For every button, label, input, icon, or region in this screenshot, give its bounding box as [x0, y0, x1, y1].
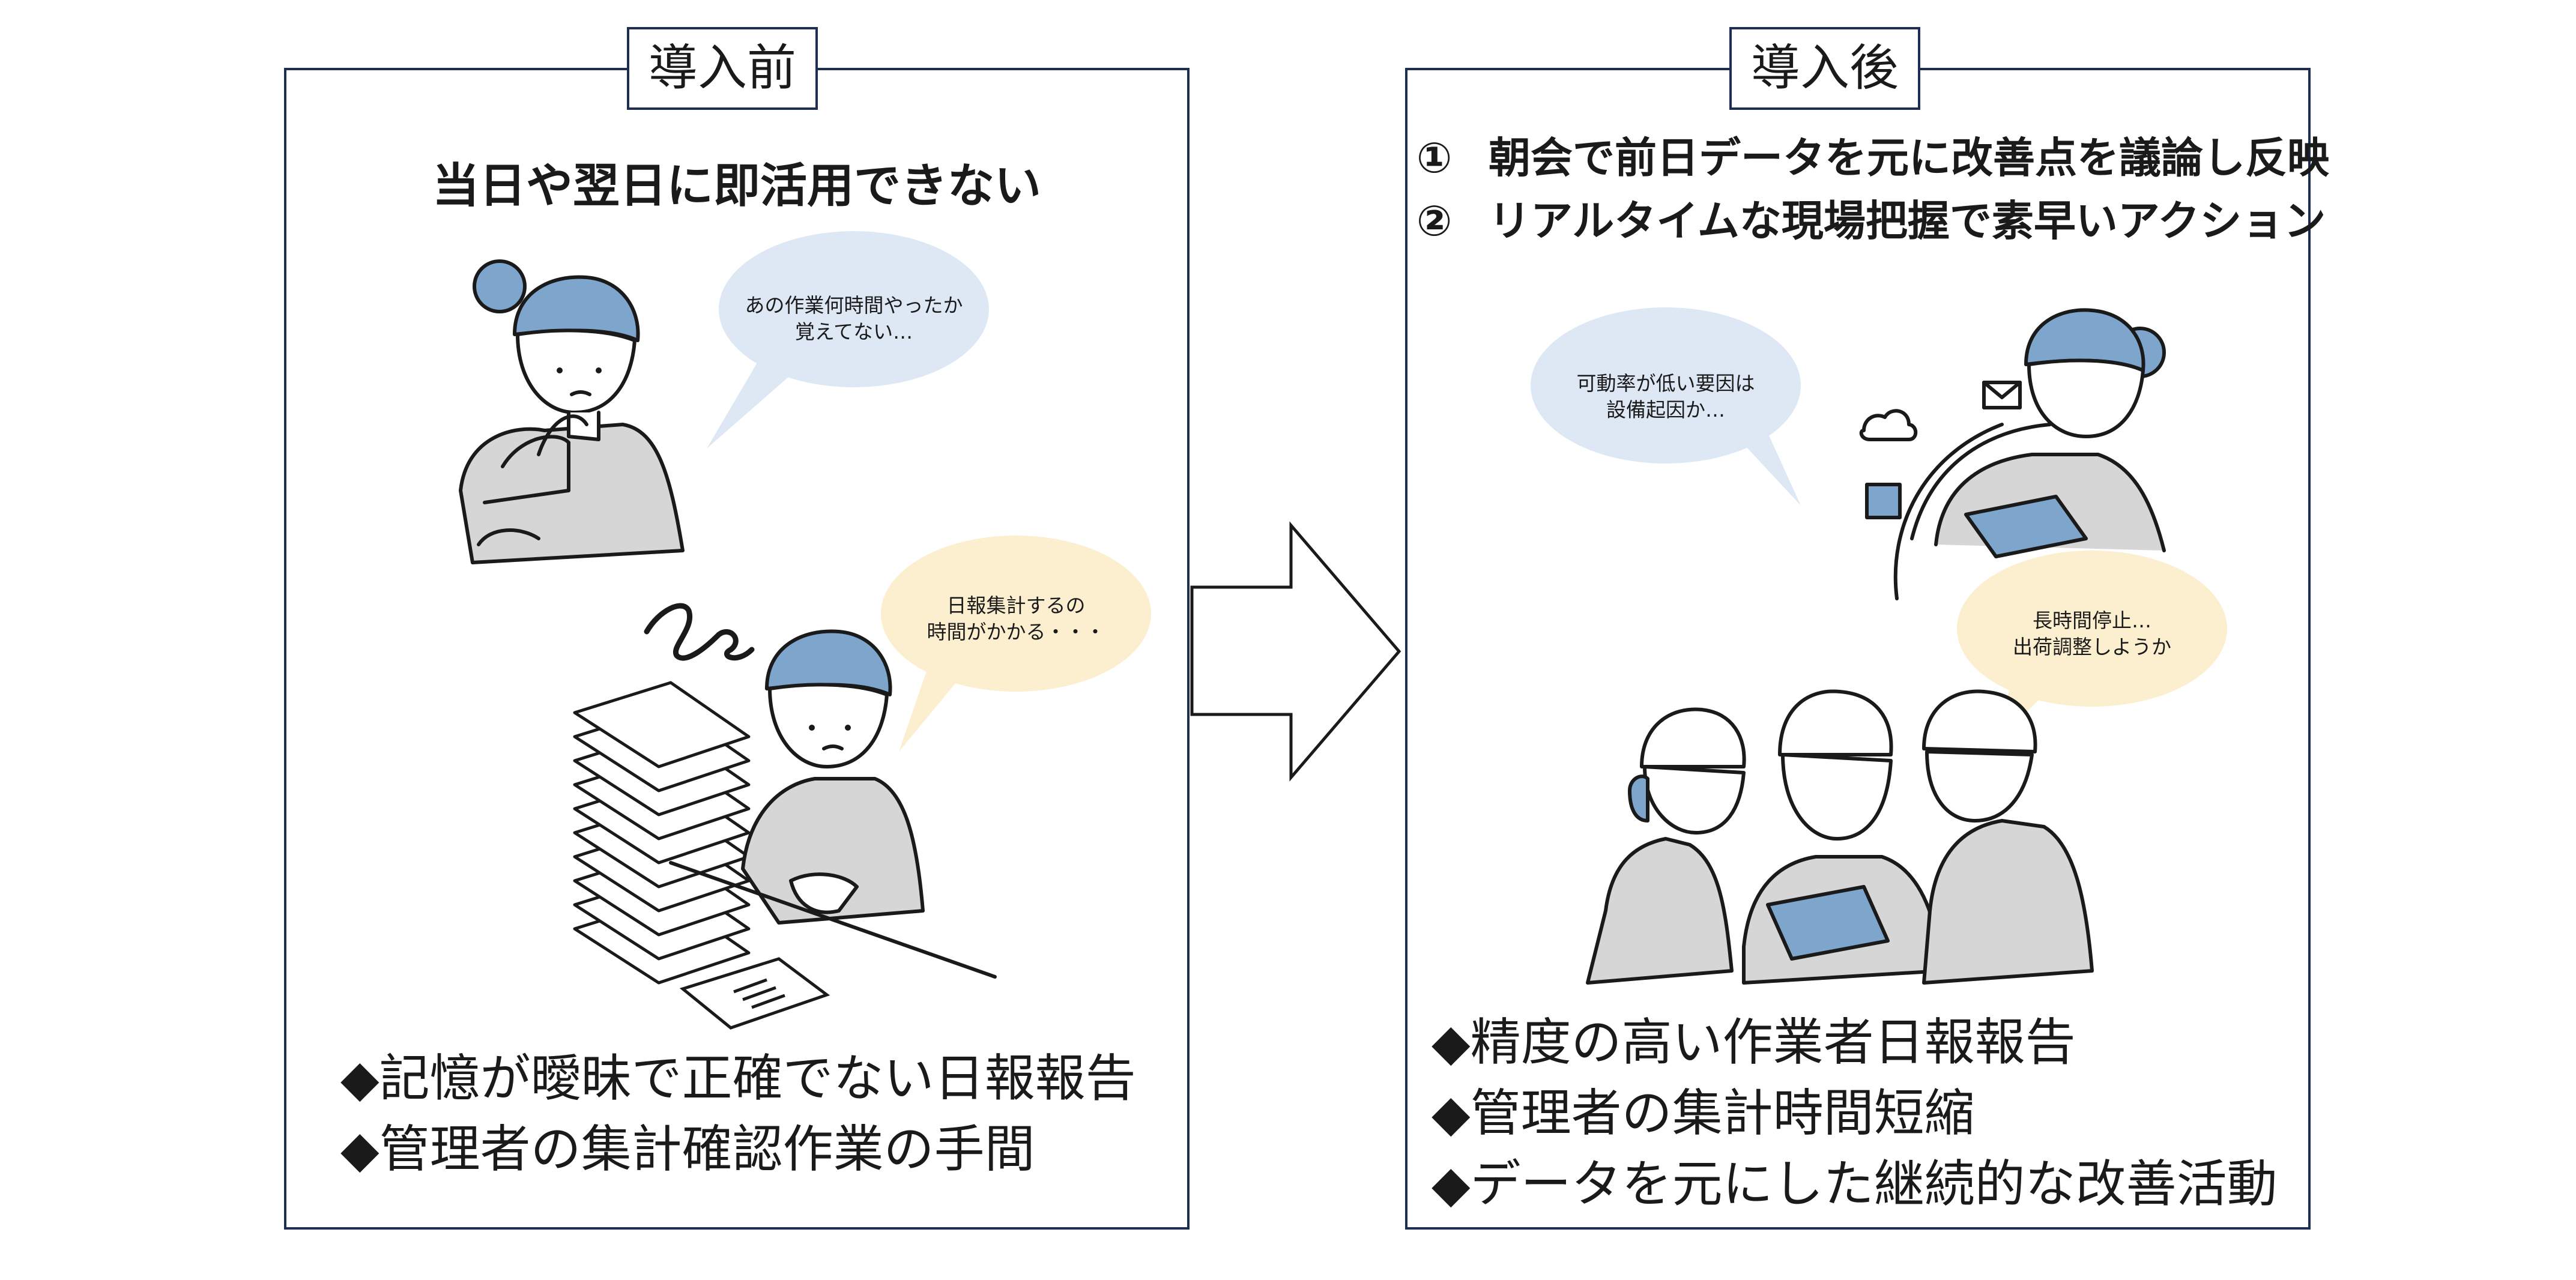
- loose-paper: [679, 957, 830, 1030]
- before-bullet-2: ◆管理者の集計確認作業の手間: [340, 1120, 1035, 1179]
- bubble-left-shape: [1531, 307, 1801, 506]
- thinking-woman-figure: [459, 259, 685, 564]
- after-bullet-3: ◆データを元にした継続的な改善活動: [1432, 1155, 2278, 1213]
- after-illustration: [1531, 307, 2227, 985]
- after-bullets: ◆精度の高い作業者日報報告 ◆管理者の集計時間短縮 ◆データを元にした継続的な改…: [1432, 1007, 2278, 1219]
- after-bullet-2: ◆管理者の集計時間短縮: [1432, 1084, 1975, 1143]
- stress-scribble: [644, 603, 755, 661]
- bubble-top-shape: [707, 231, 989, 448]
- after-bullet-1: ◆精度の高い作業者日報報告: [1432, 1013, 2076, 1072]
- before-title: 導入前: [627, 27, 818, 110]
- bubble-right-text: 長時間停止… 出荷調整しようか: [2013, 609, 2171, 659]
- paper-stack: [573, 681, 751, 985]
- before-illustration: [459, 231, 1151, 1030]
- bubble-bottom-text: 日報集計するの 時間がかかる・・・: [927, 594, 1105, 644]
- bubble-left-text: 可動率が低い要因は 設備起因か…: [1576, 372, 1755, 421]
- before-panel: 導入前 当日や翌日に即活用できない: [284, 27, 1190, 1230]
- before-bullet-1: ◆記憶が曖昧で正確でない日報報告: [340, 1049, 1136, 1108]
- bubble-top-text: あの作業何時間やったか 覚えてない…: [745, 294, 963, 343]
- before-heading: 当日や翌日に即活用できない: [432, 159, 1041, 213]
- desk-woman-figure: [669, 629, 997, 979]
- after-title: 導入後: [1729, 27, 1920, 110]
- before-bullets: ◆記憶が曖昧で正確でない日報報告 ◆管理者の集計確認作業の手間: [340, 1043, 1136, 1185]
- tablet-woman-figure: [1859, 308, 2166, 600]
- workers-group: [1586, 689, 2094, 985]
- bubble-bottom-shape: [881, 536, 1151, 752]
